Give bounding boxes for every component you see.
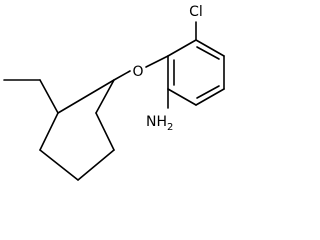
ring-bond-top-left <box>167 39 197 57</box>
amine-label-subscript: 2 <box>167 122 173 133</box>
amine-label: NH2 <box>146 114 173 133</box>
molecule-structure: Cl O NH2 <box>3 4 225 181</box>
cyclohexane-bond-4 <box>39 149 79 181</box>
ring-double-bond-top-right <box>196 46 220 60</box>
cyclohexane-bond-5 <box>39 112 59 151</box>
benzene-ring <box>167 39 225 106</box>
bond-ring-to-ethyl <box>39 79 59 114</box>
ring-bond-bottom-right <box>195 88 225 106</box>
cyclohexane-bond-6 <box>57 79 115 114</box>
chlorine-label: Cl <box>189 4 203 20</box>
bond-oxygen-to-cyclohexyl <box>113 70 131 81</box>
cyclohexane-ring <box>39 79 115 181</box>
ring-bond-bottom-left <box>167 88 197 106</box>
ring-bond-top-right <box>195 39 225 57</box>
ring-double-bond-bottom-right <box>196 85 220 99</box>
amine-label-main: NH <box>146 114 167 130</box>
oxygen-label: O <box>132 64 143 80</box>
bond-ring-to-oxygen <box>145 55 169 68</box>
cyclohexane-bond-2 <box>95 112 115 151</box>
cyclohexane-bond-3 <box>77 149 115 181</box>
cyclohexane-bond-1 <box>95 79 115 114</box>
